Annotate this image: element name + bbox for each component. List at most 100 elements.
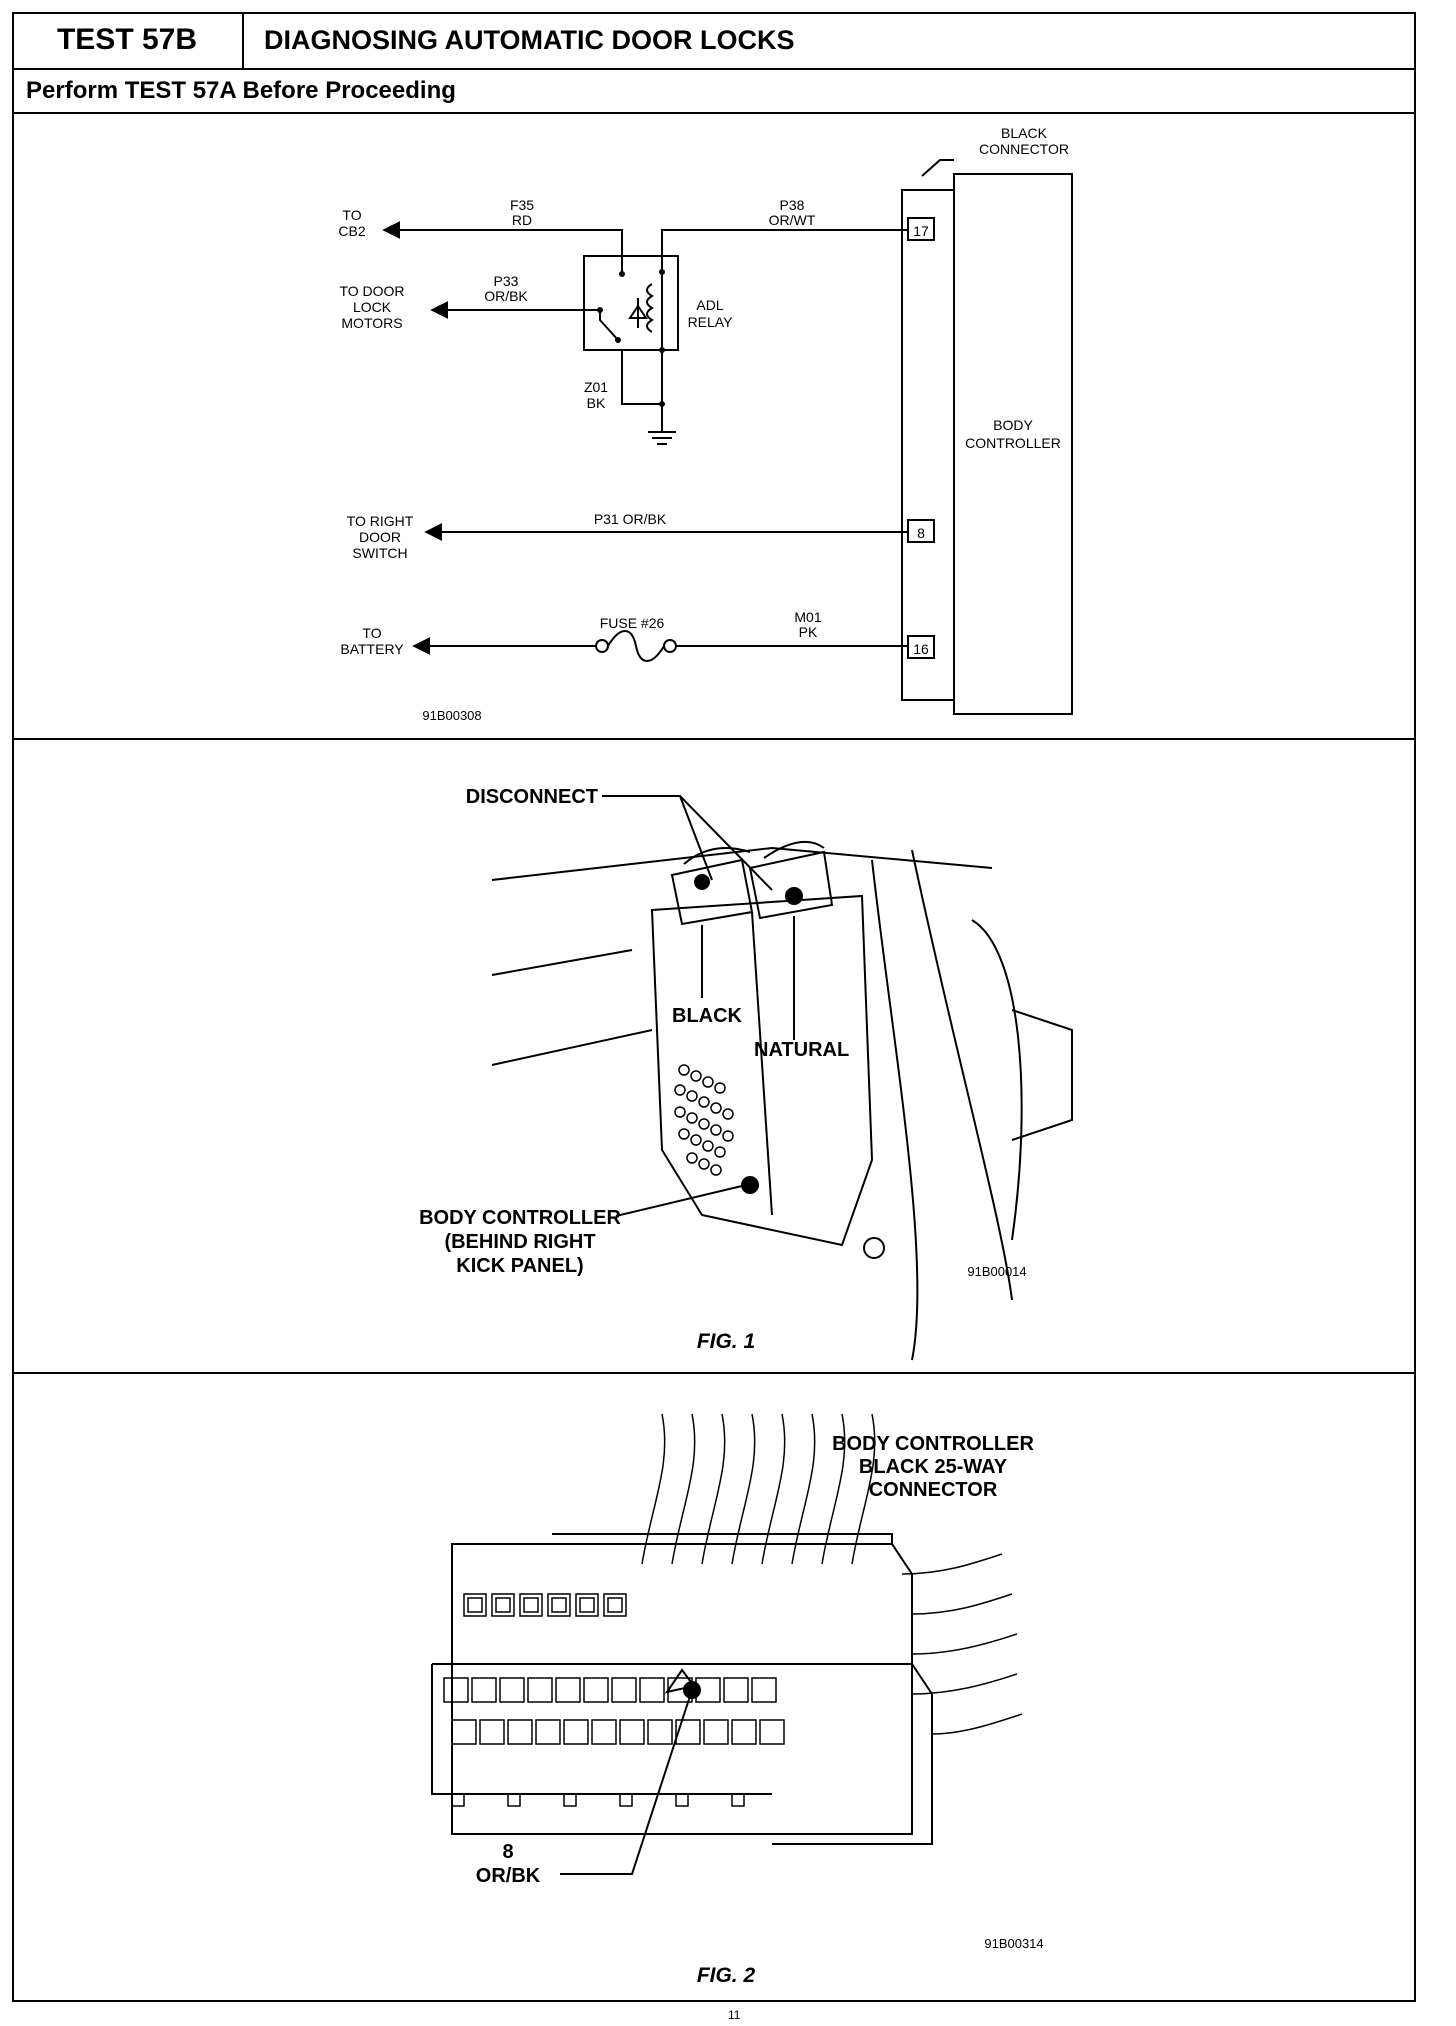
body-controller-marker: [741, 1176, 759, 1194]
lower-terminal-row: [443, 1677, 785, 1807]
to-door-switch-label-1: TO RIGHT: [347, 513, 414, 529]
black-label: BLACK: [672, 1005, 743, 1027]
page-frame: [12, 12, 1416, 2002]
to-door-lock-label-3: MOTORS: [341, 315, 402, 331]
controller-leader: [615, 1184, 747, 1217]
relay-node: [597, 307, 603, 313]
kick-panel-edge: [911, 849, 1013, 1301]
figure-2-code: 91B00314: [984, 1936, 1043, 1951]
figure-1-caption: FIG. 1: [697, 1330, 755, 1353]
connector-top-edge: [552, 1533, 893, 1544]
relay-coil: [646, 283, 654, 333]
subtitle: Perform TEST 57A Before Proceeding: [26, 77, 456, 104]
connector-ledge: [431, 1664, 772, 1795]
page-number: 11: [728, 2008, 741, 2022]
black-connector-box: [901, 189, 955, 701]
pin-8-leader: [560, 1689, 693, 1875]
connector-body: [451, 1543, 913, 1835]
dash-edge: [491, 1029, 653, 1066]
disconnect-leader: [602, 795, 713, 881]
fuse-label: FUSE #26: [600, 615, 665, 631]
kick-panel-edge: [871, 859, 919, 1361]
test-title: DIAGNOSING AUTOMATIC DOOR LOCKS: [264, 25, 795, 55]
pin-8-label: 8: [917, 525, 925, 541]
wire-p38-label-2: OR/WT: [769, 212, 816, 228]
wire-p33-label-2: OR/BK: [484, 288, 528, 304]
upper-terminal-row: [463, 1593, 627, 1617]
disconnect-leader: [679, 795, 773, 891]
pin-8-wire: OR/BK: [476, 1865, 541, 1887]
ground-symbol: [648, 404, 676, 445]
mounting-bolt: [863, 1237, 885, 1259]
relay-node: [659, 269, 665, 275]
body-controller-box: [953, 173, 1073, 715]
controller-label-1: BODY CONTROLLER: [419, 1207, 621, 1229]
bracket: [1011, 1009, 1073, 1141]
natural-connector: [748, 850, 834, 920]
disconnect-label: DISCONNECT: [466, 786, 598, 808]
wire-z01-label-2: BK: [587, 395, 606, 411]
body-controller-housing: [650, 894, 874, 1247]
wire-z01: [621, 350, 663, 405]
fuse-terminal-left: [595, 639, 609, 653]
relay-node: [659, 347, 665, 353]
wire-p33-label-1: P33: [494, 273, 519, 289]
natural-label: NATURAL: [754, 1039, 849, 1061]
wire-z01-label-1: Z01: [584, 379, 608, 395]
connector-title-1: BODY CONTROLLER: [832, 1433, 1034, 1455]
figure-1-code: 91B00014: [967, 1264, 1026, 1279]
figure-2-illustration: BODY CONTROLLER BLACK 25-WAY CONNECTOR 8…: [431, 1413, 1044, 1987]
connector-side-block: [752, 1663, 933, 1845]
relay-diode: [628, 298, 648, 328]
connector-label-2: CONNECTOR: [979, 141, 1069, 157]
wire-f35-label-1: F35: [510, 197, 534, 213]
figure-1-illustration: DISCONNECT BLACK NATURAL BODY CONTROLLER…: [419, 786, 1073, 1361]
wire-p31-label: P31 OR/BK: [594, 511, 667, 527]
relay-node: [615, 337, 621, 343]
natural-connector-marker: [785, 887, 803, 905]
dash-edge: [491, 949, 633, 976]
subtitle-row: Perform TEST 57A Before Proceeding: [12, 70, 1416, 114]
fuse-symbol: [607, 630, 665, 662]
to-cb2-label-2: CB2: [338, 223, 365, 239]
to-door-switch-label-2: DOOR: [359, 529, 401, 545]
connector-label-1: BLACK: [1001, 125, 1048, 141]
wire-p38: [661, 229, 908, 272]
to-battery-label-1: TO: [362, 625, 381, 641]
figure-2-panel: BODY CONTROLLER BLACK 25-WAY CONNECTOR 8…: [12, 1374, 1416, 2002]
wire-f35: [382, 221, 623, 274]
wire-bundle: [763, 841, 825, 859]
connector-title-2: BLACK 25-WAY: [859, 1456, 1008, 1478]
pin-16-label: 16: [913, 641, 929, 657]
kick-panel-edge: [971, 919, 1023, 1241]
figure-2-caption: FIG. 2: [697, 1964, 756, 1987]
to-door-lock-label-2: LOCK: [353, 299, 392, 315]
wire-bundle: [683, 847, 751, 865]
controller-label-1: BODY: [993, 417, 1033, 433]
black-connector: [670, 858, 754, 926]
to-door-switch-label-3: SWITCH: [352, 545, 407, 561]
connector-title-3: CONNECTOR: [869, 1479, 998, 1501]
fuse-terminal-right: [663, 639, 677, 653]
to-door-lock-label-1: TO DOOR: [339, 283, 404, 299]
controller-label-3: KICK PANEL): [456, 1255, 583, 1277]
vent-holes: [674, 1064, 734, 1176]
wire-p38-label-1: P38: [780, 197, 805, 213]
schematic-code: 91B00308: [422, 708, 481, 723]
relay-switch-arm: [599, 310, 619, 341]
figure-1-panel: DISCONNECT BLACK NATURAL BODY CONTROLLER…: [12, 740, 1416, 1374]
to-battery-label-2: BATTERY: [340, 641, 404, 657]
to-cb2-label-1: TO: [342, 207, 361, 223]
wiring-schematic: BLACK CONNECTOR BODY CONTROLLER 17 8 16 …: [338, 125, 1073, 723]
ground-node: [659, 401, 665, 407]
black-connector-marker: [694, 874, 710, 890]
header-row: TEST 57B DIAGNOSING AUTOMATIC DOOR LOCKS: [12, 12, 1416, 70]
controller-label-2: CONTROLLER: [965, 435, 1061, 451]
housing-edge: [751, 911, 773, 1216]
relay-label-1: ADL: [696, 297, 723, 313]
dash-edge: [491, 846, 993, 881]
pin-17-label: 17: [913, 223, 929, 239]
wire-m01-label-2: PK: [799, 624, 818, 640]
adl-relay-box: [583, 255, 679, 351]
wire-m01-label-1: M01: [794, 609, 821, 625]
